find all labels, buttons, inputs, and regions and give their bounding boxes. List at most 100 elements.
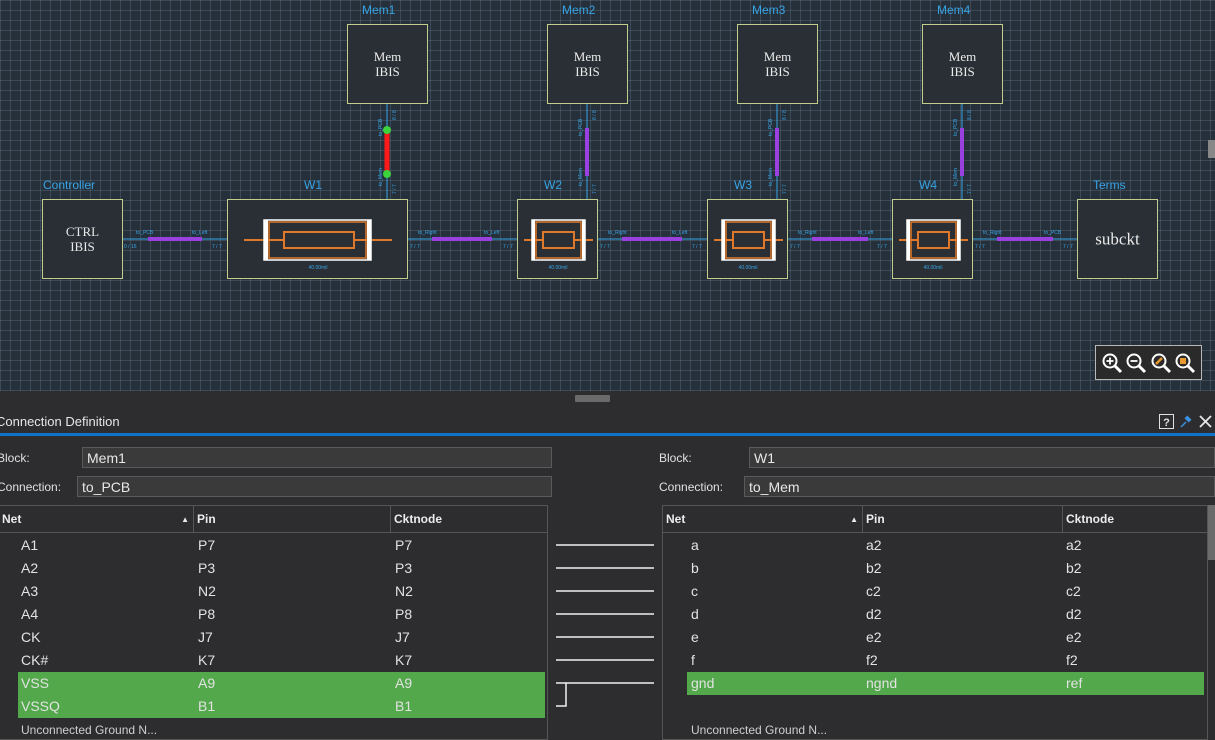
mem1-block[interactable]: Mem IBIS [347,24,428,104]
w4-block[interactable]: 40.00mil [892,199,973,279]
port-label: 7 / 7 [782,184,788,194]
mem-text-line: IBIS [765,64,790,79]
left-connection-field[interactable] [77,476,552,497]
controller-block[interactable]: CTRL IBIS [42,199,123,279]
cell-net: A4 [21,606,39,622]
port-label: 7 / 7 [877,244,887,250]
net-mapping-lines [556,544,654,707]
schematic-canvas[interactable]: to_PCB 0 / 16 to_Left 7 / 7 to_Right 7 /… [0,0,1215,391]
terms-block-text: subckt [1095,229,1140,249]
port-label: 7 / 7 [692,244,702,250]
port-label: 7 / 7 [1063,244,1073,250]
cell-pin: K7 [198,652,216,668]
port-label: 7 / 7 [212,244,222,250]
cell-pin: B1 [198,698,216,714]
column-header-pin[interactable]: Pin [194,506,391,532]
column-header-text: Net [2,512,22,526]
right-net-table: Net ▲ Pin Cktnode [662,505,1208,740]
mem4-label: Mem4 [937,3,971,17]
mem1-block-text: Mem IBIS [348,49,427,79]
column-header-net[interactable]: Net ▲ [663,506,863,532]
mem1-label: Mem1 [362,3,396,17]
right-table-footer: Unconnected Ground N... [691,723,828,737]
column-header-cktnode[interactable]: Cktnode [1066,512,1114,526]
mem3-block-text: Mem IBIS [738,49,817,79]
zoom-fit-icon[interactable] [1174,352,1196,374]
w2-block[interactable]: 40.00mil [517,199,598,279]
cell-net: VSSQ [21,698,60,714]
port-label: to_Left [192,230,208,236]
w1-block[interactable]: 40.00mil [227,199,408,279]
cell-pin: J7 [198,629,213,645]
mem4-block-text: Mem IBIS [923,49,1002,79]
cell-cktnode: a2 [1066,537,1082,553]
transmission-line-icon: 40.00mil [714,219,783,271]
canvas-scrollbar-thumb[interactable] [1208,140,1215,158]
port-label: 8 / 8 [392,110,398,120]
port-label: 7 / 7 [392,184,398,194]
port-label: 8 / 8 [592,110,598,120]
close-icon[interactable] [1198,414,1213,429]
port-label: 7 / 7 [592,184,598,194]
right-connection-field[interactable] [744,476,1215,497]
port-label: 7 / 7 [975,244,985,250]
column-header-pin[interactable]: Pin [863,506,1063,532]
table-scrollbar-thumb[interactable] [1208,505,1215,560]
vertical-buses[interactable] [383,104,964,199]
controller-text-line: IBIS [70,239,95,254]
port-label: to_Left [858,230,874,236]
mem-text-line: IBIS [375,64,400,79]
right-connection-label: Connection: [659,480,724,494]
zoom-area-icon[interactable] [1150,352,1172,374]
bus-endpoint-bottom [383,170,391,178]
panel-title-underline [0,433,1215,436]
sort-ascending-icon: ▲ [850,515,858,524]
mem2-block-text: Mem IBIS [548,49,627,79]
port-label: 8 / 8 [967,110,973,120]
mem4-block[interactable]: Mem IBIS [922,24,1003,104]
left-block-field[interactable] [82,447,552,468]
cell-pin: A9 [198,675,216,691]
cell-net: A3 [21,583,39,599]
w3-block[interactable]: 40.00mil [707,199,788,279]
port-label: 7 / 7 [967,184,973,194]
w2-label: W2 [544,178,562,192]
port-label: to_Left [672,230,688,236]
column-header-net[interactable]: Net ▲ [0,506,194,532]
terms-block[interactable]: subckt [1077,199,1158,279]
zoom-out-icon[interactable] [1125,352,1147,374]
bus-endpoint-top [383,126,391,134]
svg-text:?: ? [1163,417,1170,429]
pin-icon[interactable] [1179,414,1194,429]
cell-net: e [691,629,699,645]
mem2-block[interactable]: Mem IBIS [547,24,628,104]
mem-text-line: Mem [373,49,402,64]
right-block-field[interactable] [749,447,1215,468]
splitter-grip[interactable] [575,395,610,402]
cell-net: A1 [21,537,39,553]
cell-net: a [691,537,699,553]
cell-net: c [691,583,698,599]
zoom-in-icon[interactable] [1101,352,1123,374]
column-header-cktnode[interactable]: Cktnode [394,512,442,526]
port-label: 0 / 16 [124,244,137,250]
mem3-block[interactable]: Mem IBIS [737,24,818,104]
help-icon[interactable]: ? [1159,414,1174,429]
mem-text-line: Mem [948,49,977,64]
port-label: to_PCB [768,118,774,136]
